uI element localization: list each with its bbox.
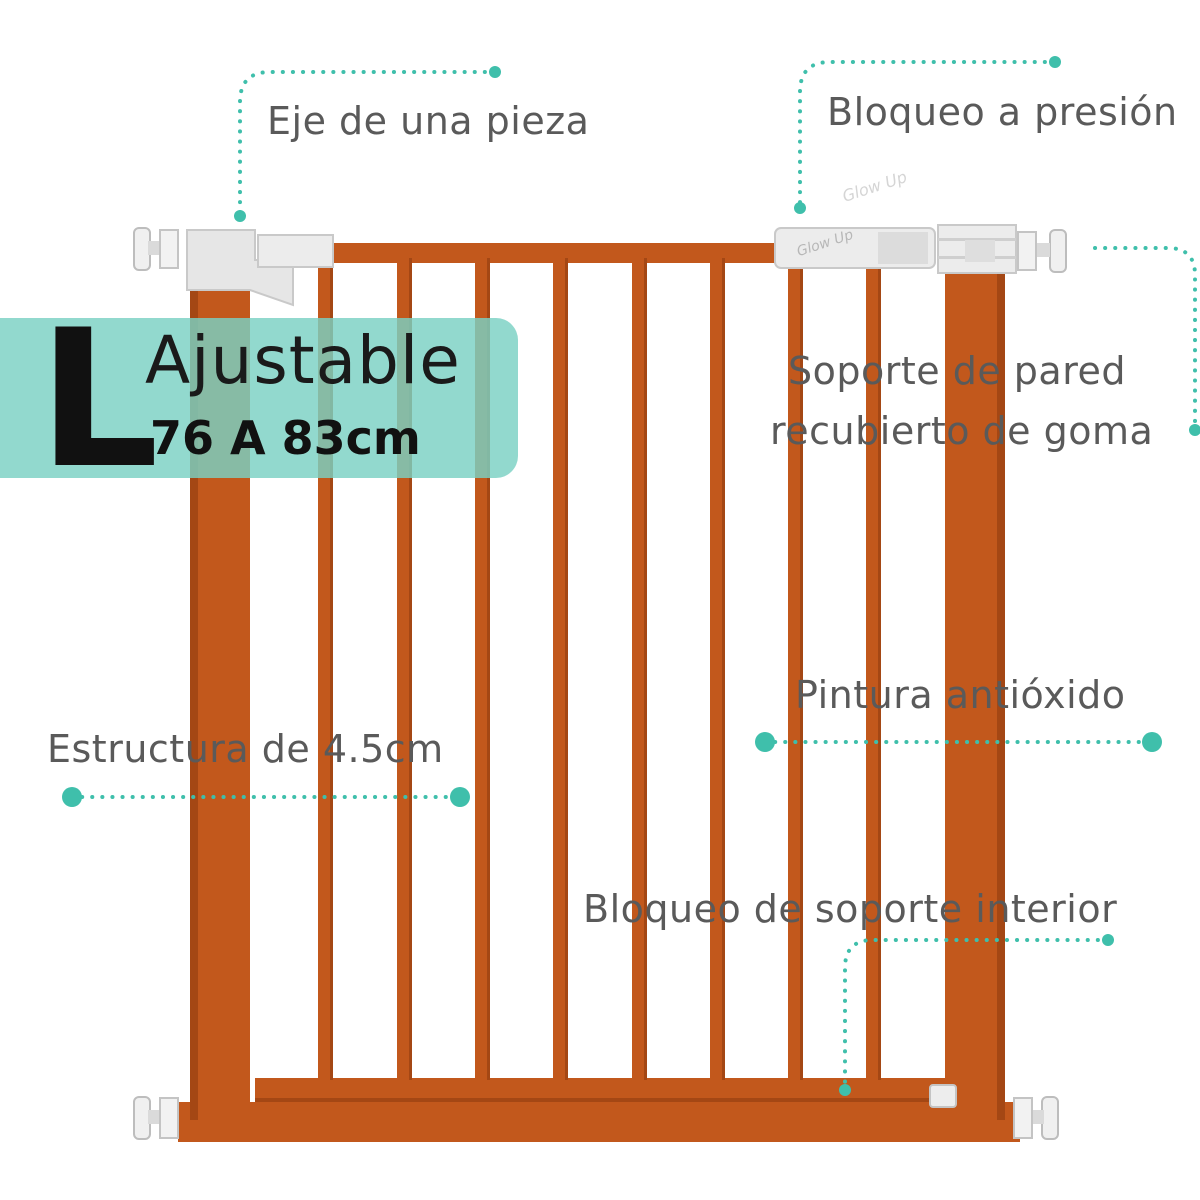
feature-label-wall-support-line2: recubierto de goma — [770, 409, 1154, 453]
door-top-rail — [330, 243, 790, 263]
pressure-spindle — [133, 227, 179, 271]
adjustable-range: 76 A 83cm — [150, 411, 421, 465]
feature-label-structure: Estructura de 4.5cm — [47, 727, 444, 771]
gate-bar — [788, 258, 803, 1080]
size-badge — [0, 318, 518, 478]
adjustable-title: Ajustable — [145, 322, 461, 399]
gate-bar — [710, 258, 725, 1080]
gate-bar — [632, 258, 647, 1080]
gate-bar — [553, 258, 568, 1080]
hinge-icon — [186, 229, 334, 307]
pressure-spindle — [1017, 229, 1067, 273]
feature-label-inner-lock: Bloqueo de soporte interior — [583, 887, 1118, 931]
pressure-lock-handle — [774, 224, 1017, 274]
gate-bar — [866, 258, 881, 1080]
brand-watermark: Glow Up — [840, 167, 909, 206]
leader-line-pressure-lock — [798, 60, 1057, 210]
leader-endpoints — [62, 56, 1200, 1096]
right-post — [945, 250, 1005, 1120]
size-letter: L — [38, 289, 160, 510]
feature-label-one-piece-axis: Eje de una pieza — [267, 99, 590, 143]
feature-label-antioxide-paint: Pintura antióxido — [795, 673, 1126, 717]
leader-line-wall-support — [1093, 246, 1197, 432]
inner-lock-icon — [929, 1084, 957, 1108]
bottom-bar — [178, 1102, 1020, 1142]
door-bottom-rail — [255, 1078, 945, 1100]
pressure-spindle — [133, 1096, 179, 1140]
feature-label-wall-support-line1: Soporte de pared — [788, 349, 1126, 393]
leader-line-axis — [238, 70, 497, 217]
feature-label-pressure-lock: Bloqueo a presión — [827, 90, 1178, 134]
pressure-spindle — [1013, 1096, 1059, 1140]
